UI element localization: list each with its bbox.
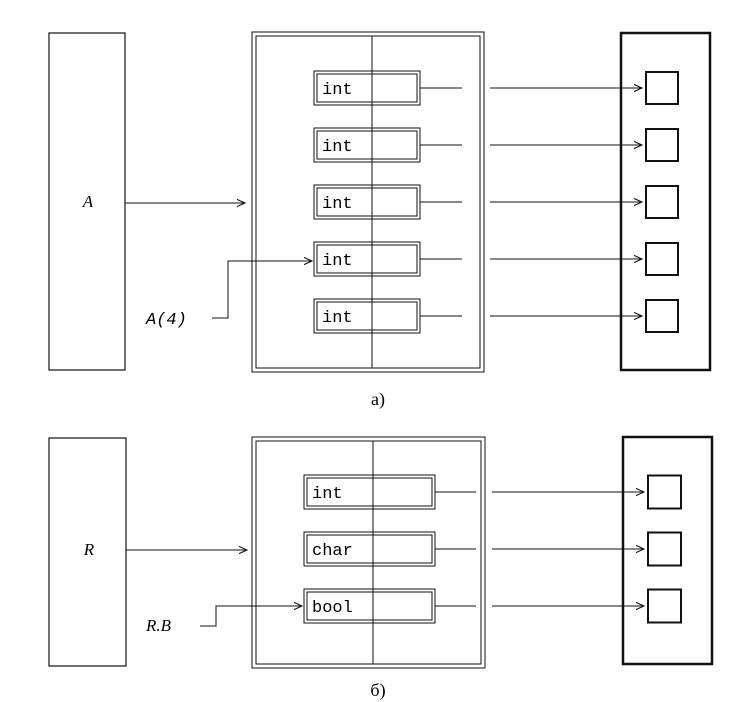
caption-a: а) [371, 389, 385, 410]
storage-cell-a-1 [645, 71, 679, 105]
storage-cell-b-3 [647, 588, 682, 624]
field-a-4: int [313, 241, 421, 277]
storage-block-r [621, 435, 714, 666]
field-b-3: bool [303, 588, 436, 624]
variable-box-r [48, 437, 127, 667]
field-type-label: int [322, 195, 353, 214]
storage-cell-a-4 [645, 242, 679, 276]
variable-label-a: A [82, 192, 94, 211]
pointer-label-a: A(4) [145, 311, 187, 330]
field-type-label: char [312, 542, 353, 561]
storage-cell-b-2 [647, 531, 682, 567]
storage-cell-a-2 [645, 128, 679, 162]
panel-a: A A(4) int int int int int а) [48, 31, 712, 410]
storage-cell-a-3 [645, 185, 679, 219]
storage-cell-b-1 [647, 474, 682, 510]
field-a-3: int [313, 184, 421, 220]
storage-cell-a-5 [645, 299, 679, 333]
field-type-label: int [312, 485, 343, 504]
variable-box-a [48, 32, 126, 371]
caption-b: б) [370, 680, 385, 701]
field-type-label: int [322, 138, 353, 157]
field-a-5: int [313, 298, 421, 334]
field-type-label: int [322, 81, 353, 100]
descriptor-box-a [251, 31, 485, 373]
descriptor-box-r [251, 436, 486, 669]
field-b-1: int [303, 474, 436, 510]
field-type-label: int [322, 309, 353, 328]
field-a-1: int [313, 70, 421, 106]
field-b-2: char [303, 531, 436, 567]
pointer-label-r: R.B [145, 616, 172, 635]
field-type-label: int [322, 252, 353, 271]
field-a-2: int [313, 127, 421, 163]
field-type-label: bool [312, 599, 353, 618]
panel-b: R R.B int char bool б) [48, 435, 714, 701]
variable-label-r: R [83, 540, 95, 559]
pointer-arrow-r [200, 606, 302, 627]
pointer-arrow-a [212, 261, 312, 319]
